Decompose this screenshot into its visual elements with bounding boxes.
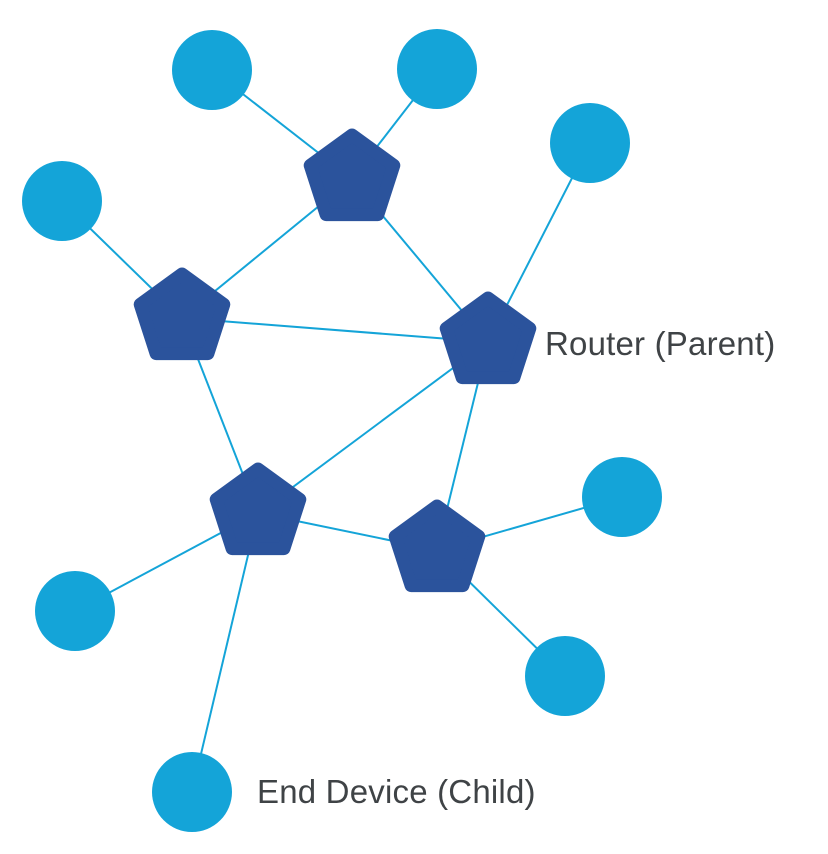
end-device-node: [35, 571, 115, 651]
router-node: [133, 267, 231, 361]
edge-line: [191, 512, 259, 793]
router-node: [209, 462, 307, 556]
router-node: [439, 291, 537, 385]
end-device-node: [582, 457, 662, 537]
end-device-node: [22, 161, 102, 241]
end-device-node: [152, 752, 232, 832]
end-device-child-label: End Device (Child): [257, 773, 536, 810]
edge-line: [257, 341, 489, 514]
end-device-node: [397, 29, 477, 109]
router-node: [303, 128, 401, 222]
end-device-node: [525, 636, 605, 716]
edge-line: [181, 317, 489, 343]
router-parent-label: Router (Parent): [545, 325, 776, 362]
end-device-node: [172, 30, 252, 110]
end-device-node: [550, 103, 630, 183]
router-node: [388, 499, 486, 593]
